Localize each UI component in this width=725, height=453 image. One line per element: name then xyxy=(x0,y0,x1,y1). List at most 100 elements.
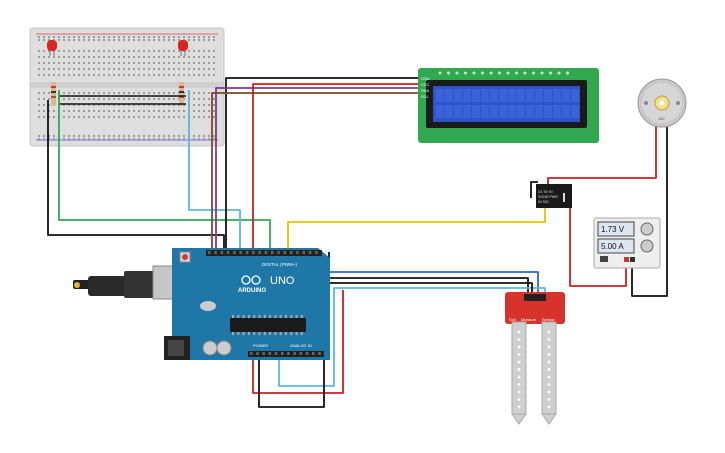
header-strip xyxy=(248,351,324,357)
breadboard-hole xyxy=(43,104,45,106)
breadboard-hole xyxy=(108,135,110,137)
chip-leg xyxy=(237,332,240,335)
lcd-cell xyxy=(544,105,552,118)
wire-cyan-sensor xyxy=(278,287,546,387)
breadboard-hole xyxy=(83,92,85,94)
chip-leg xyxy=(300,332,303,335)
sensor-dot xyxy=(517,390,521,394)
breadboard-hole xyxy=(58,36,60,38)
breadboard-hole xyxy=(98,39,100,41)
breadboard-hole xyxy=(123,39,125,41)
breadboard-hole xyxy=(213,62,215,64)
header-pin xyxy=(312,352,315,355)
breadboard-hole xyxy=(213,138,215,140)
sensor-dot xyxy=(517,338,521,341)
breadboard-hole xyxy=(173,138,175,140)
wire-black-lcd-gnd xyxy=(225,77,421,252)
sensor-dot xyxy=(547,353,551,356)
breadboard-hole xyxy=(118,138,120,140)
breadboard-hole xyxy=(133,138,135,140)
power-supply: 1.73 V 5.00 A xyxy=(593,217,661,269)
breadboard-hole xyxy=(148,104,150,106)
breadboard-hole xyxy=(213,56,215,58)
lcd-pin-vcc: VCC xyxy=(421,82,430,87)
breadboard-hole xyxy=(78,50,80,52)
breadboard-hole xyxy=(53,116,55,118)
breadboard-hole xyxy=(143,50,145,52)
breadboard-hole xyxy=(208,98,210,100)
breadboard-hole xyxy=(63,135,65,137)
breadboard-hole xyxy=(123,98,125,100)
sensor-dot xyxy=(547,368,551,371)
chip-leg xyxy=(247,332,250,335)
breadboard-hole xyxy=(48,104,50,106)
breadboard-hole xyxy=(198,104,200,106)
breadboard-hole xyxy=(38,68,40,70)
breadboard-hole xyxy=(193,39,195,41)
breadboard-hole xyxy=(63,39,65,41)
chip-leg xyxy=(274,332,277,335)
breadboard-hole xyxy=(128,116,130,118)
breadboard-hole xyxy=(113,39,115,41)
breadboard-hole xyxy=(43,39,45,41)
sensor-dot xyxy=(547,345,551,349)
breadboard-hole xyxy=(173,92,175,94)
breadboard-hole xyxy=(153,50,155,52)
breadboard-hole xyxy=(48,74,50,76)
breadboard-hole xyxy=(133,50,135,52)
breadboard-hole xyxy=(93,138,95,140)
breadboard-hole xyxy=(43,110,45,112)
breadboard-hole xyxy=(193,68,195,70)
breadboard-hole xyxy=(168,36,170,38)
breadboard-hole xyxy=(78,74,80,76)
breadboard-hole xyxy=(113,138,115,140)
breadboard-hole xyxy=(63,92,65,94)
breadboard-hole xyxy=(63,104,65,106)
breadboard-hole xyxy=(83,36,85,38)
breadboard-hole xyxy=(103,39,105,41)
breadboard-hole xyxy=(148,62,150,64)
lcd-pin xyxy=(464,71,467,75)
breadboard-hole xyxy=(73,116,75,118)
relay-module: D1 5V IN SGND PWR IN SIG xyxy=(536,184,572,208)
breadboard-hole xyxy=(78,98,80,100)
breadboard-hole xyxy=(38,98,40,100)
breadboard-hole xyxy=(203,68,205,70)
lcd-cell xyxy=(454,105,462,118)
breadboard-hole xyxy=(193,116,195,118)
breadboard-hole xyxy=(123,116,125,118)
breadboard-hole xyxy=(193,110,195,112)
breadboard-hole xyxy=(83,68,85,70)
breadboard-hole xyxy=(113,50,115,52)
breadboard-hole xyxy=(98,104,100,106)
header-pin xyxy=(308,251,312,254)
sensor-dot xyxy=(547,398,551,401)
breadboard-hole xyxy=(103,36,105,38)
breadboard-hole xyxy=(203,138,205,140)
header-pin xyxy=(258,251,261,254)
lcd-pin xyxy=(557,71,561,75)
breadboard-hole xyxy=(173,104,175,106)
breadboard-hole xyxy=(173,110,175,112)
breadboard-hole xyxy=(208,138,210,140)
breadboard-hole xyxy=(158,74,160,76)
breadboard-hole xyxy=(143,74,145,76)
breadboard-hole xyxy=(208,104,210,106)
chip-leg xyxy=(253,332,256,335)
chip-leg xyxy=(290,315,293,318)
breadboard-hole xyxy=(123,68,125,70)
breadboard-hole xyxy=(68,56,70,58)
breadboard-hole xyxy=(143,62,145,64)
breadboard-hole xyxy=(58,39,60,41)
breadboard-hole xyxy=(83,98,85,100)
breadboard-hole xyxy=(163,92,165,94)
chip-leg xyxy=(253,315,256,318)
breadboard-hole xyxy=(88,68,90,70)
breadboard-hole xyxy=(88,74,90,76)
breadboard-holes xyxy=(38,36,215,140)
lcd-cell xyxy=(526,105,534,118)
lcd-display: GND VCC SDA SCL xyxy=(418,68,599,143)
sensor-dot xyxy=(517,360,521,364)
breadboard-hole xyxy=(73,138,75,140)
sensor-dot xyxy=(517,398,521,401)
